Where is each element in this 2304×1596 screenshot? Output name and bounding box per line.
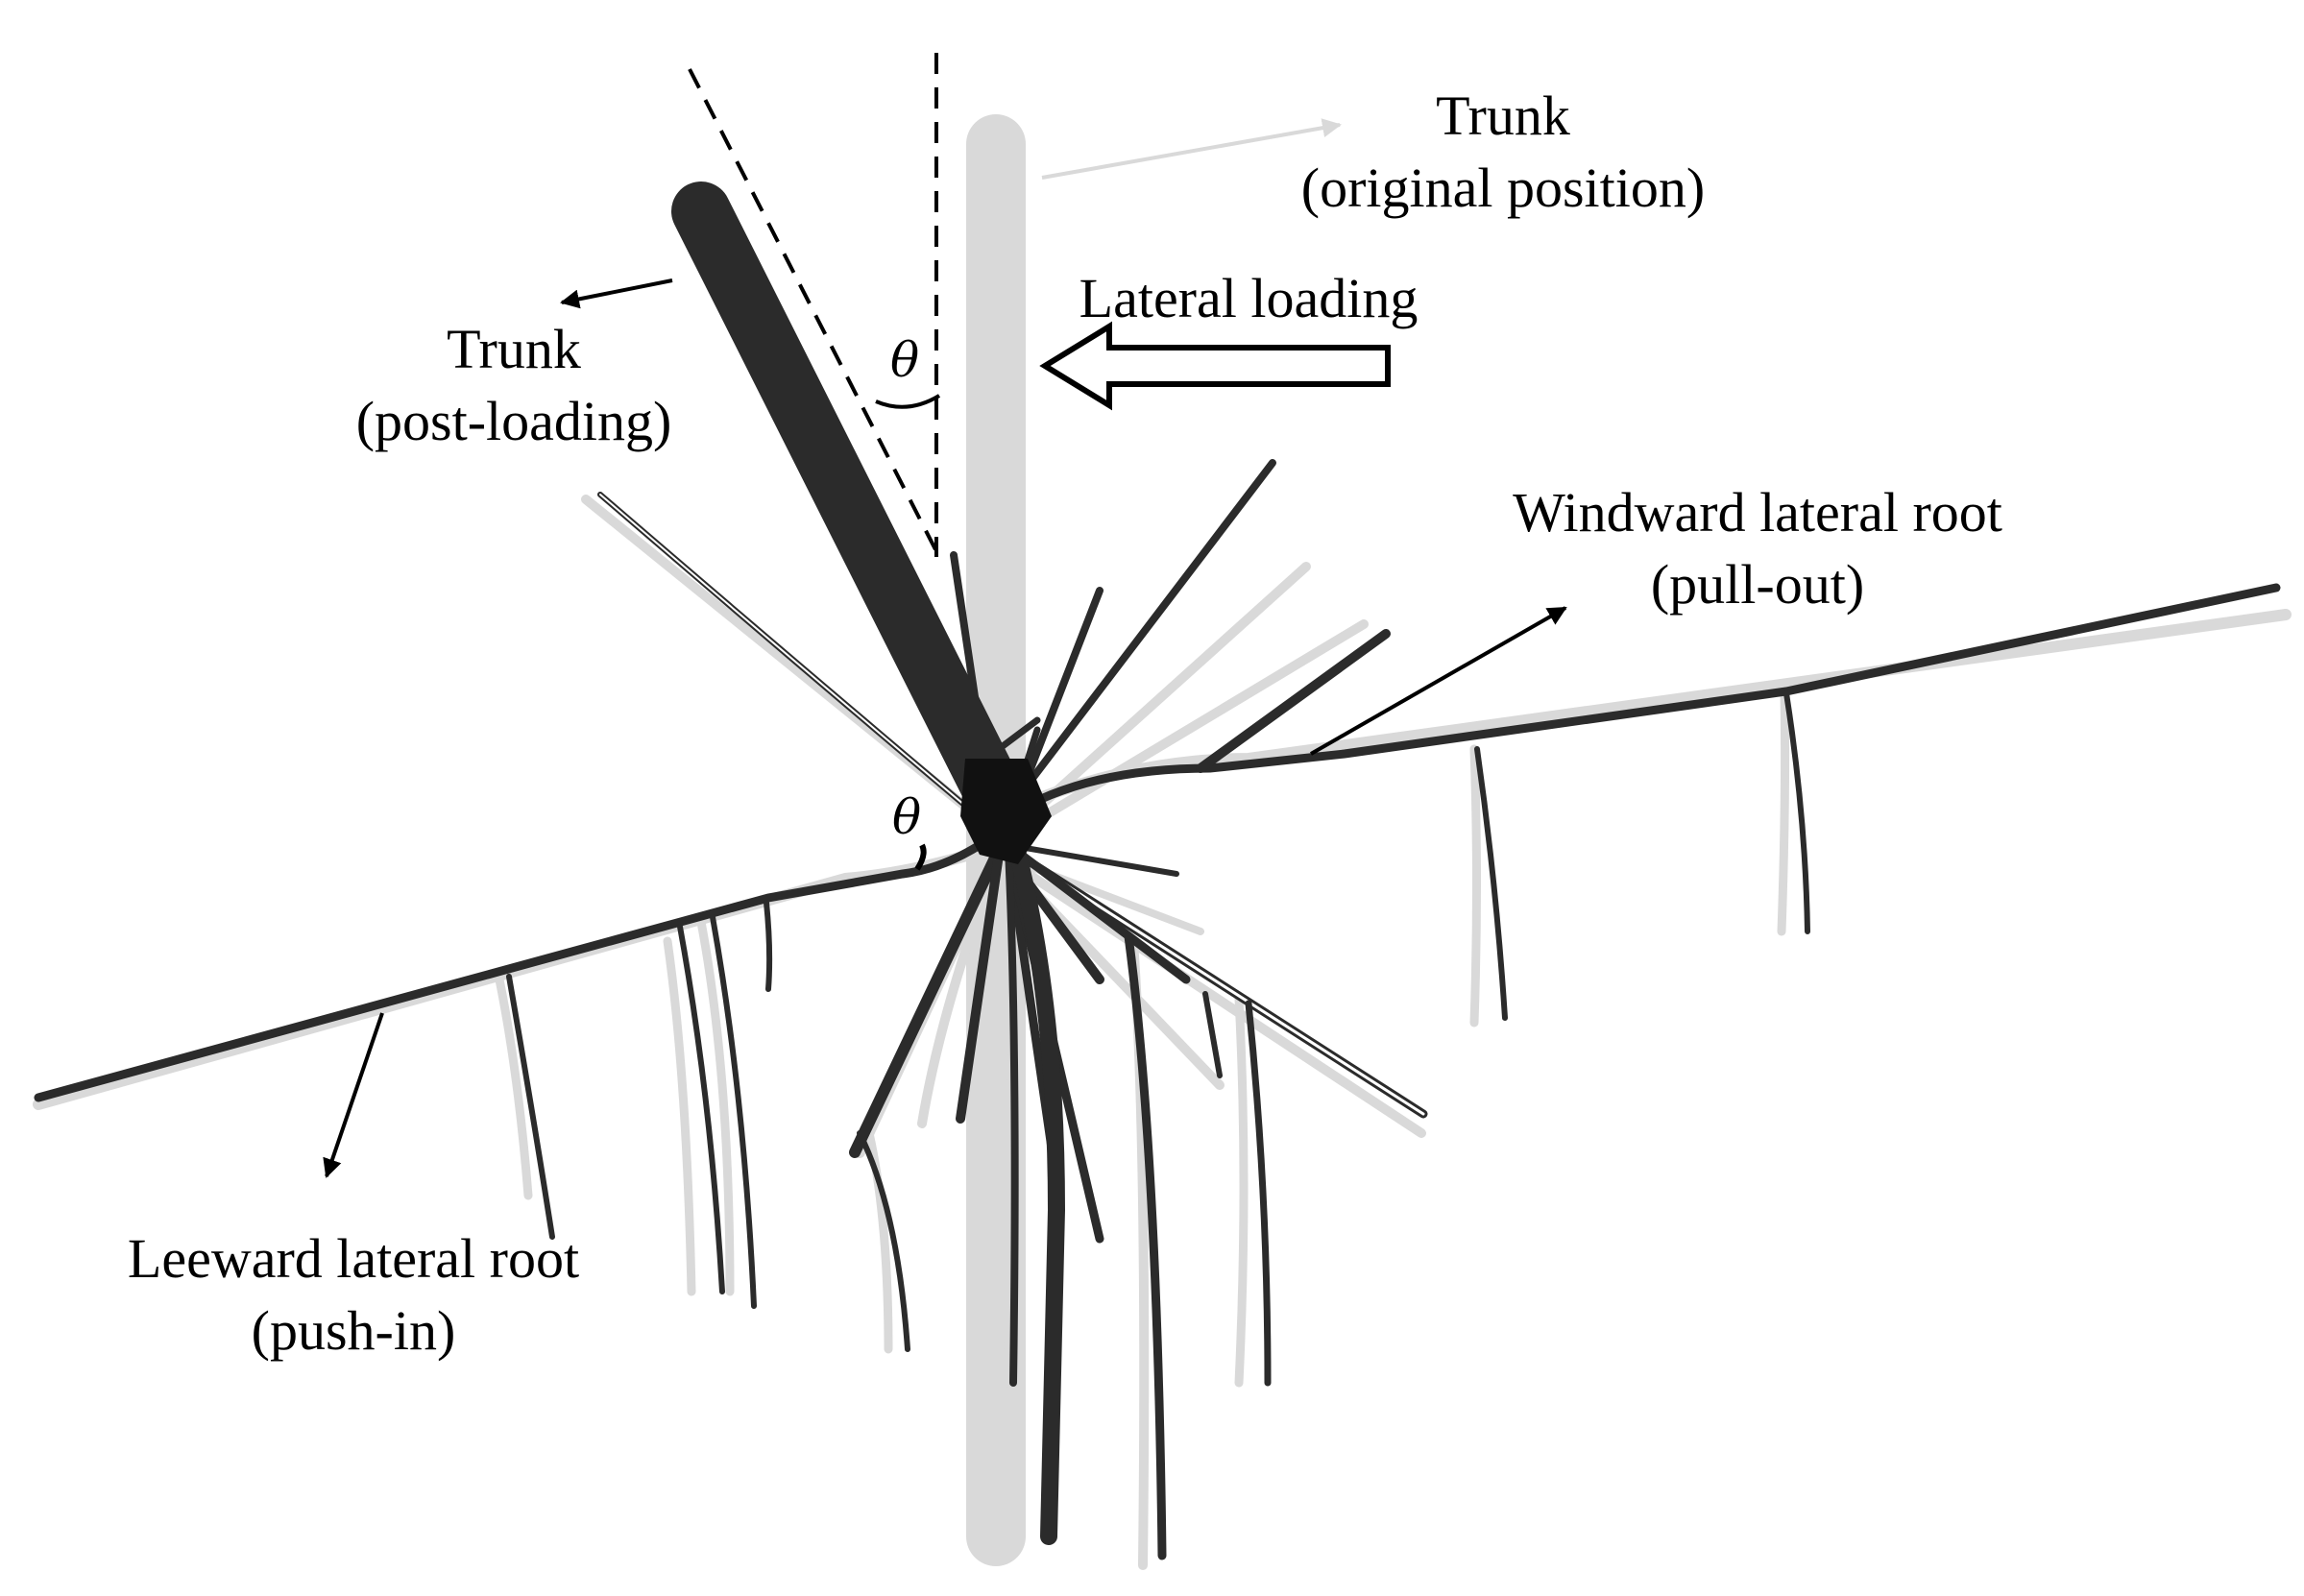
lateral-loading-arrow	[1039, 321, 1391, 411]
deformed-deep-root-4	[1009, 846, 1066, 1545]
root-collar	[960, 759, 1052, 864]
deformed-oblique-root-1-inner	[599, 494, 990, 827]
trunk-original-label-line1: Trunk	[1436, 85, 1570, 147]
trunk-post-label-line1: Trunk	[447, 318, 581, 380]
original-windward-sinker-2	[1777, 687, 1790, 936]
theta-bottom-symbol: θ	[892, 789, 921, 845]
leeward-sinker-3	[710, 914, 757, 1309]
windward-sinker-2	[1783, 690, 1810, 934]
windward-arrow	[1310, 606, 1567, 756]
original-oblique-root-2	[1013, 562, 1311, 831]
deformed-deep-root-7	[1245, 1000, 1272, 1387]
theta-top-arc	[875, 394, 941, 409]
deformed-oblique-root-12	[849, 844, 1005, 1158]
original-leeward-sinker-1	[495, 975, 533, 1200]
original-deep-root-3	[1234, 994, 1249, 1388]
deformed-oblique-root-2	[1000, 459, 1276, 820]
deformed-deep-root-5	[1124, 931, 1167, 1560]
original-leeward-sinker-2	[663, 936, 696, 1296]
theta-bottom-arc	[914, 843, 927, 871]
reference-lines	[688, 53, 941, 871]
trunk-post-label-line2: (post-loading)	[356, 390, 672, 452]
deformed-oblique-root-7	[995, 716, 1041, 753]
deformed-root-system	[34, 459, 2281, 1560]
windward-sinker-1	[1474, 746, 1508, 1021]
original-deep-root-4	[864, 1128, 893, 1354]
original-deep-root-1	[917, 850, 1004, 1128]
original-leeward-lateral-root	[33, 849, 976, 1110]
leeward-arrow	[323, 1012, 384, 1178]
deformed-leeward-lateral-root	[34, 840, 984, 1102]
deformed-trunk	[671, 181, 1031, 836]
original-leeward-sinker-3	[696, 917, 735, 1296]
tilted-reference-line	[688, 68, 941, 558]
deformed-oblique-root-10	[1004, 840, 1191, 984]
theta-top-symbol: θ	[890, 332, 919, 388]
original-oblique-root-4	[994, 850, 1426, 1138]
deformed-oblique-root-3	[1196, 629, 1391, 773]
windward-label-line1: Windward lateral root	[1513, 481, 2002, 544]
trunk-post-arrow	[560, 278, 673, 309]
windward-label-line2: (pull-out)	[1651, 553, 1864, 616]
deformed-oblique-root-9	[1006, 842, 1179, 877]
deformed-deep-root-3	[1005, 846, 1019, 1387]
lateral-loading-label: Lateral loading	[1079, 267, 1419, 329]
leeward-sinker-4	[764, 900, 773, 992]
deformed-deep-root-8	[857, 1130, 910, 1352]
deformed-deep-root-6	[1202, 991, 1223, 1078]
original-windward-sinker-1	[1469, 744, 1481, 1028]
leeward-sinker-2	[677, 924, 725, 1294]
leeward-label-line1: Leeward lateral root	[128, 1227, 579, 1290]
original-oblique-root-3	[1023, 619, 1369, 831]
trunk-original-label-line2: (original position)	[1301, 157, 1705, 219]
deformed-oblique-root-13	[956, 850, 1004, 1124]
leeward-label-line2: (push-in)	[252, 1299, 456, 1362]
leeward-sinker-1	[506, 974, 555, 1240]
trunk-original-arrow	[1041, 118, 1342, 180]
